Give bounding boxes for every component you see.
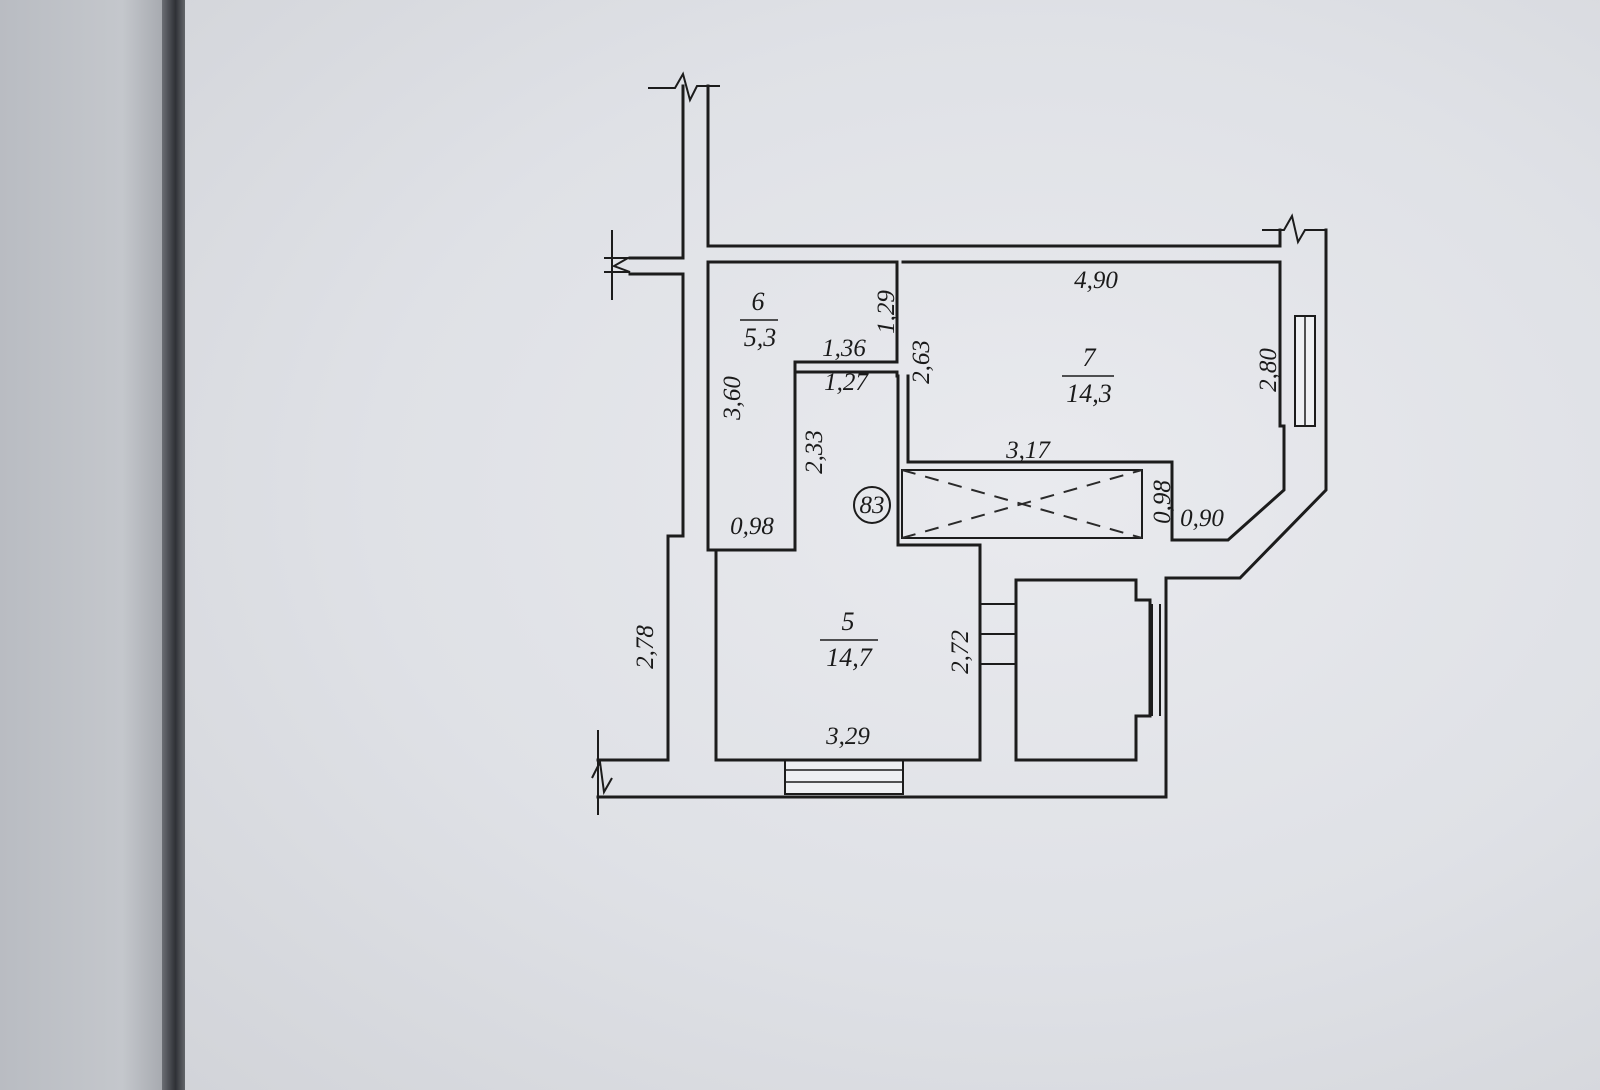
dim-3-29: 3,29 <box>825 723 870 750</box>
room-6-area: 5,3 <box>744 323 777 352</box>
wall-break-markers <box>591 71 1327 815</box>
closet <box>901 469 1143 539</box>
room-6-outline <box>706 260 899 552</box>
room-5-area: 14,7 <box>826 643 873 672</box>
dim-2-72: 2,72 <box>947 630 974 674</box>
room-7-label: 7 14,3 <box>1062 343 1114 408</box>
dim-1-27: 1,27 <box>824 369 869 396</box>
dim-4-90: 4,90 <box>1074 267 1118 294</box>
hall-outline <box>714 370 982 762</box>
room-7-number: 7 <box>1083 343 1097 372</box>
dim-0-98-closet: 0,98 <box>1149 480 1176 524</box>
left-page <box>0 0 175 1090</box>
dim-0-90: 0,90 <box>1180 505 1224 532</box>
room-5-number: 5 <box>842 607 855 636</box>
window-right <box>1294 315 1316 427</box>
dim-0-98-hall: 0,98 <box>730 513 774 540</box>
room-6-number: 6 <box>752 287 765 316</box>
window-bottom <box>784 759 904 795</box>
room-6-label: 6 5,3 <box>740 287 778 352</box>
dim-2-33: 2,33 <box>801 430 828 474</box>
room-7-area: 14,3 <box>1066 379 1112 408</box>
apartment-number: 83 <box>860 492 885 519</box>
room-5-label: 5 14,7 <box>820 607 878 672</box>
paper-sheet <box>185 0 1600 1090</box>
dim-1-29: 1,29 <box>873 290 900 334</box>
dim-3-17: 3,17 <box>1005 437 1051 464</box>
room-7-outline <box>901 260 1286 542</box>
dim-2-78: 2,78 <box>632 625 659 669</box>
bathroom <box>980 578 1161 762</box>
dim-2-63: 2,63 <box>908 340 935 384</box>
apartment-number-circle <box>853 486 891 524</box>
dim-2-80: 2,80 <box>1255 348 1282 392</box>
dim-1-36: 1,36 <box>822 335 866 362</box>
exterior-walls <box>596 84 1328 799</box>
dim-3-60: 3,60 <box>719 376 746 421</box>
